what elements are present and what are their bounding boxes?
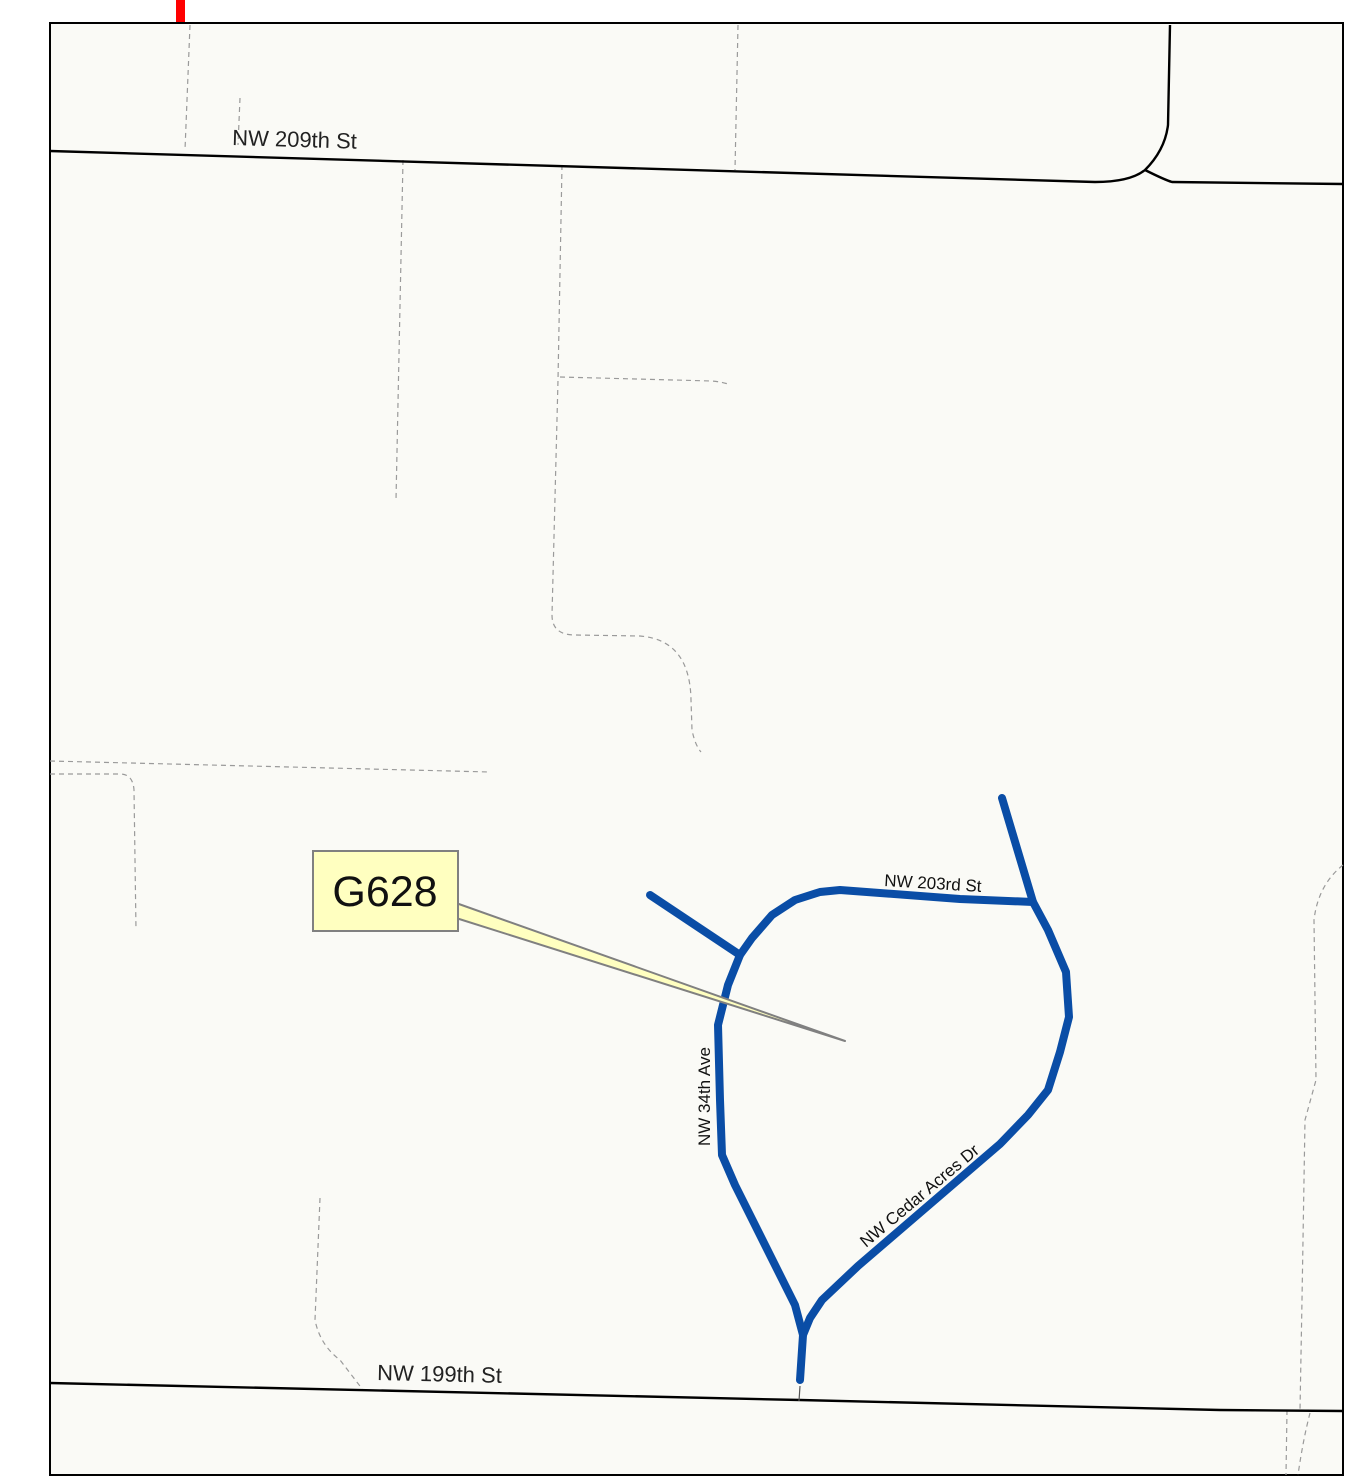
label-nw-209th-st: NW 209th St — [232, 125, 357, 154]
red-corner-marker — [176, 0, 185, 22]
road-spur — [798, 1385, 801, 1402]
label-nw-199th-st: NW 199th St — [377, 1360, 502, 1388]
trails — [49, 24, 1344, 1476]
callout-g628[interactable]: G628 — [312, 850, 846, 1042]
callout-box — [312, 850, 459, 932]
route-nw-cedar-acres-dr — [799, 794, 1073, 1339]
route-west-spur — [646, 891, 744, 959]
main-roads — [49, 24, 1344, 1413]
route-nw-34th-ave — [714, 886, 1037, 1384]
road-east-connector — [1144, 24, 1172, 171]
road-nw-199th-st — [49, 1381, 1344, 1413]
highlighted-route — [646, 794, 1073, 1384]
map-frame — [49, 22, 1344, 1476]
callout-label: G628 — [332, 868, 437, 916]
label-nw-34th-ave: NW 34th Ave — [695, 1047, 714, 1146]
